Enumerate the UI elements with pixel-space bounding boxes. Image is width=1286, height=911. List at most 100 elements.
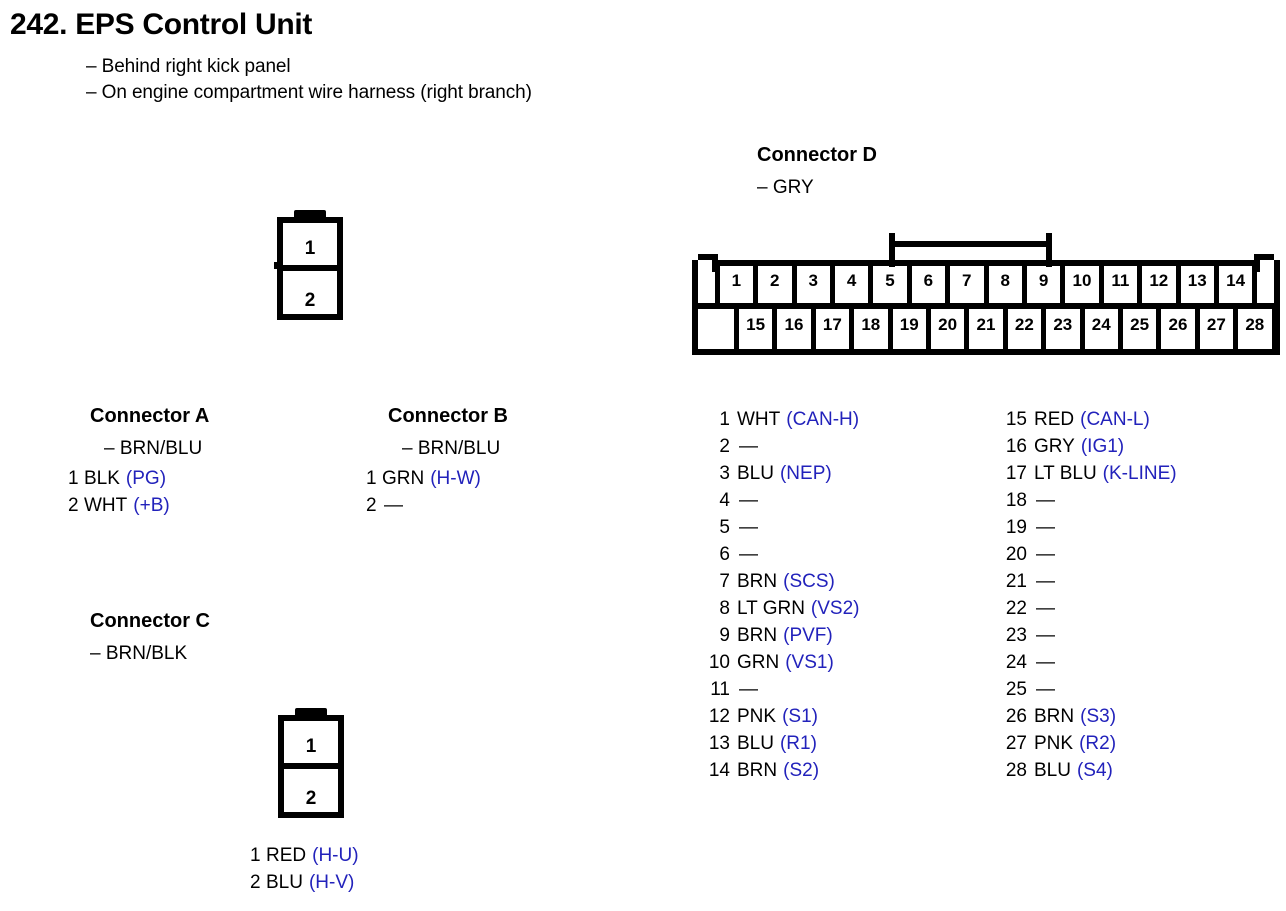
pin-signal: (S4) xyxy=(1076,760,1113,781)
pin-signal: (PG) xyxy=(125,468,167,489)
pin-row: 2— xyxy=(708,436,860,463)
housing-cell-top: 8 xyxy=(1000,271,1010,290)
housing-cell-separator xyxy=(1252,263,1258,305)
pin-signal: (H-W) xyxy=(430,468,481,489)
pin-wire-color: — xyxy=(739,679,758,700)
pin-number: 2 xyxy=(68,495,79,516)
pin-number: 19 xyxy=(1005,517,1027,538)
pin-number: 3 xyxy=(719,463,730,484)
housing-cell-separator xyxy=(1098,263,1104,305)
pin-wire-color: BLU xyxy=(266,872,303,893)
housing-cell-top: 3 xyxy=(808,271,818,290)
pin-number: 23 xyxy=(1005,625,1027,646)
housing-cell-bottom: 15 xyxy=(746,315,766,334)
pin-number: 1 xyxy=(366,468,377,489)
connector-lock-tab-icon xyxy=(295,708,327,717)
pin-signal: (IG1) xyxy=(1080,436,1125,457)
pin-row: 2 WHT (+B) xyxy=(68,495,170,522)
pin-wire-color: BLU xyxy=(1034,760,1071,781)
housing-cell-bottom: 18 xyxy=(861,315,881,334)
pin-wire-color: LT BLU xyxy=(1034,463,1097,484)
pin-number: 13 xyxy=(708,733,730,754)
pin-number: 14 xyxy=(708,760,730,781)
lock-leg-left xyxy=(889,233,895,267)
housing-cell-bottom: 25 xyxy=(1130,315,1150,334)
pin-number: 6 xyxy=(719,544,730,565)
pin-number: 25 xyxy=(1005,679,1027,700)
housing-cell-separator xyxy=(1021,263,1027,305)
connector-cell-divider xyxy=(278,763,344,769)
housing-cell-separator xyxy=(772,307,778,352)
pin-wire-color: — xyxy=(739,436,758,457)
pin-signal: (+B) xyxy=(133,495,170,516)
housing-cell-separator xyxy=(791,263,797,305)
pin-wire-color: GRY xyxy=(1034,436,1075,457)
pin-row: 20— xyxy=(1005,544,1177,571)
housing-cell-top: 9 xyxy=(1038,271,1049,290)
housing-cell-separator xyxy=(1213,263,1219,305)
pin-number: 12 xyxy=(708,706,730,727)
pin-number: 20 xyxy=(1005,544,1027,565)
location-note-1: – Behind right kick panel xyxy=(86,56,291,77)
pin-signal: (K-LINE) xyxy=(1102,463,1177,484)
housing-cell-separator xyxy=(810,307,816,352)
housing-cell-separator xyxy=(1175,263,1181,305)
pin-number: 21 xyxy=(1005,571,1027,592)
housing-cell-separator xyxy=(868,263,874,305)
pin-wire-color: BLU xyxy=(737,733,774,754)
pin-row: 25— xyxy=(1005,679,1177,706)
pin-row: 22— xyxy=(1005,598,1177,625)
connector-cell-1: 1 xyxy=(304,238,316,259)
connector-b-pin-list: 1 GRN (H-W) 2 — xyxy=(366,468,481,522)
connector-lock-tab-icon xyxy=(294,210,326,219)
housing-cell-separator xyxy=(1117,307,1123,352)
pin-wire-color: BLK xyxy=(84,468,120,489)
housing-cell-bottom: 28 xyxy=(1245,315,1265,334)
lock-leg-right xyxy=(1046,233,1052,267)
housing-cell-top: 7 xyxy=(962,271,972,290)
pin-signal: (H-V) xyxy=(308,872,355,893)
pin-wire-color: — xyxy=(1036,571,1055,592)
pin-wire-color: PNK xyxy=(737,706,777,727)
pin-number: 2 xyxy=(366,495,377,516)
pin-wire-color: — xyxy=(739,544,758,565)
pin-number: 27 xyxy=(1005,733,1027,754)
pin-number: 24 xyxy=(1005,652,1027,673)
connector-cell-1: 1 xyxy=(305,736,317,757)
housing-lock-tab-icon xyxy=(889,233,1052,267)
pin-wire-color: BRN xyxy=(737,625,778,646)
connector-a-subtitle: – BRN/BLU xyxy=(104,438,203,459)
housing-cell-bottom: 23 xyxy=(1053,315,1073,334)
housing-cell-separator xyxy=(1233,307,1239,352)
pin-row: 2 — xyxy=(366,495,481,522)
housing-cell-separator xyxy=(964,307,970,352)
connector-a-pin-list: 1 BLK (PG) 2 WHT (+B) xyxy=(68,468,170,522)
pin-signal: (CAN-L) xyxy=(1080,409,1150,430)
pin-signal: (R1) xyxy=(779,733,817,754)
housing-cell-bottom: 16 xyxy=(784,315,804,334)
pin-number: 4 xyxy=(719,490,730,511)
pin-number: 1 xyxy=(250,845,261,866)
pin-row: 1 RED (H-U) xyxy=(250,845,359,872)
pin-number: 2 xyxy=(250,872,261,893)
pin-number: 16 xyxy=(1005,436,1027,457)
housing-cell-separator xyxy=(1194,307,1200,352)
pin-row: 11— xyxy=(708,679,860,706)
page-title: 242. EPS Control Unit xyxy=(10,8,313,41)
pin-wire-color: — xyxy=(1036,625,1055,646)
pin-row: 1 GRN (H-W) xyxy=(366,468,481,495)
pin-wire-color: RED xyxy=(1034,409,1075,430)
housing-cell-bottom: 17 xyxy=(822,315,842,334)
housing-cell-separator xyxy=(1271,307,1277,352)
housing-cell-separator xyxy=(714,263,720,305)
pin-wire-color: PNK xyxy=(1034,733,1074,754)
